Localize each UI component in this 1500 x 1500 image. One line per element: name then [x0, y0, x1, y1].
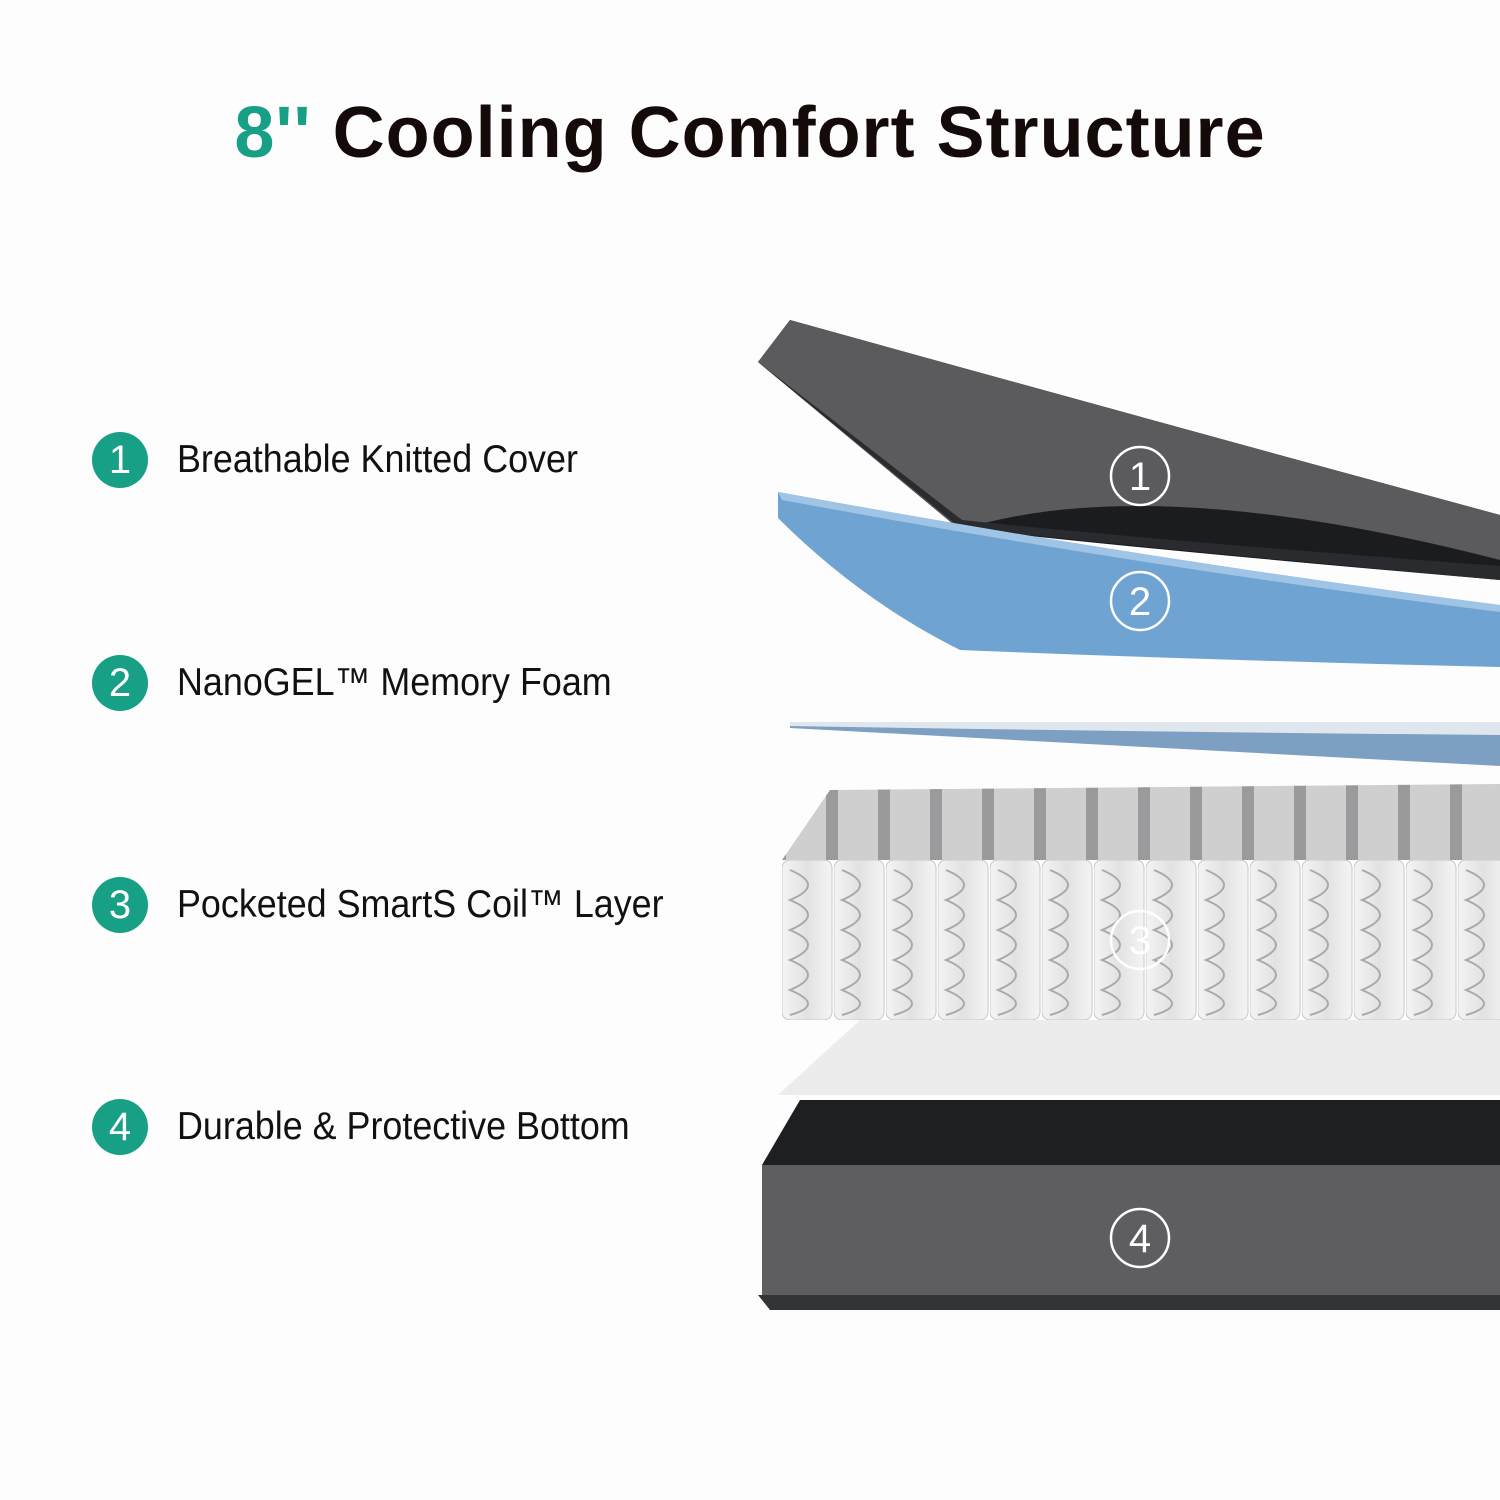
legend-item-1: 1 Breathable Knitted Cover	[92, 430, 613, 490]
number-badge: 2	[92, 655, 148, 711]
layer-foam	[778, 492, 1500, 667]
title-text: Cooling Comfort Structure	[332, 93, 1266, 173]
number-badge: 4	[92, 1099, 148, 1155]
layer-bottom	[758, 1100, 1500, 1310]
number-badge: 1	[92, 432, 148, 488]
legend-item-2: 2 NanoGEL™ Memory Foam	[92, 653, 649, 713]
layer-marker-4: 4	[1129, 1217, 1151, 1261]
legend-item-4: 4 Durable & Protective Bottom	[92, 1097, 669, 1157]
legend-label: NanoGEL™ Memory Foam	[177, 661, 612, 704]
layer-base-sheet	[778, 1020, 1500, 1095]
layer-marker-1: 1	[1129, 455, 1151, 499]
legend-label: Breathable Knitted Cover	[177, 438, 578, 481]
layer-marker-3: 3	[1129, 919, 1151, 963]
number-badge: 3	[92, 877, 148, 933]
legend-label: Durable & Protective Bottom	[177, 1105, 630, 1148]
page-title: 8'' Cooling Comfort Structure	[0, 92, 1500, 174]
legend-item-3: 3 Pocketed SmartS Coil™ Layer	[92, 875, 706, 935]
layer-coils	[782, 784, 1500, 1020]
legend-label: Pocketed SmartS Coil™ Layer	[177, 883, 664, 926]
title-accent: 8''	[234, 93, 312, 173]
layer-marker-2: 2	[1129, 580, 1151, 624]
